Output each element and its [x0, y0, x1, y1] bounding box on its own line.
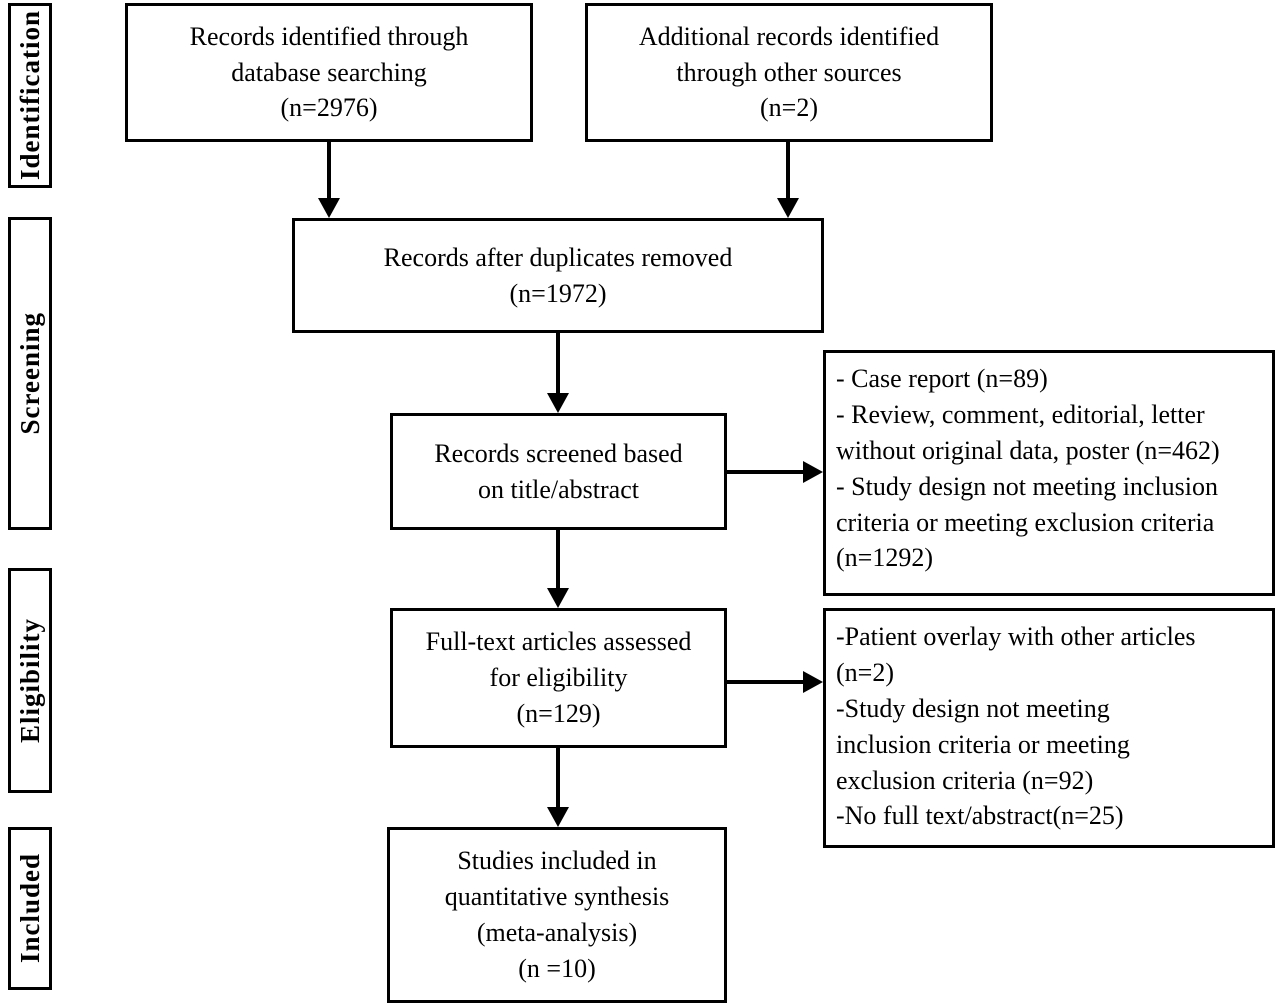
arrow-fulltext-to-exclusions-head: [803, 671, 823, 693]
stage-label-included: Included: [8, 827, 52, 990]
box-duplicates-removed-text: Records after duplicates removed (n=1972…: [383, 242, 733, 308]
stage-label-eligibility: Eligibility: [8, 568, 52, 793]
box-screening-exclusions-text: - Case report (n=89) - Review, comment, …: [836, 364, 1220, 573]
box-duplicates-removed: Records after duplicates removed (n=1972…: [292, 218, 824, 333]
box-records-identified-text: Records identified through database sear…: [189, 21, 469, 123]
arrow-screened-to-exclusions-stem: [727, 470, 805, 474]
arrow-fulltext-to-exclusions-stem: [727, 680, 805, 684]
box-eligibility-exclusions: -Patient overlay with other articles (n=…: [823, 608, 1275, 848]
box-fulltext-assessed: Full-text articles assessed for eligibil…: [390, 608, 727, 748]
box-eligibility-exclusions-text: -Patient overlay with other articles (n=…: [836, 622, 1196, 831]
box-screening-exclusions: - Case report (n=89) - Review, comment, …: [823, 350, 1275, 596]
arrow-fulltext-to-included-head: [547, 807, 569, 827]
stage-label-screening-text: Screening: [14, 312, 45, 435]
arrow-dedup-to-screened-stem: [556, 333, 560, 395]
stage-label-included-text: Included: [14, 853, 45, 964]
stage-label-identification-text: Identification: [14, 10, 45, 181]
arrow-identified-to-dedup-head: [318, 198, 340, 218]
arrow-fulltext-to-included-stem: [556, 748, 560, 809]
arrow-screened-to-fulltext-head: [547, 588, 569, 608]
stage-label-eligibility-text: Eligibility: [14, 617, 45, 744]
arrow-additional-to-dedup-head: [777, 198, 799, 218]
stage-label-identification: Identification: [8, 3, 52, 188]
box-records-screened: Records screened based on title/abstract: [390, 413, 727, 530]
arrow-screened-to-exclusions-head: [803, 461, 823, 483]
box-additional-records-text: Additional records identified through ot…: [638, 21, 940, 123]
box-fulltext-assessed-text: Full-text articles assessed for eligibil…: [425, 627, 692, 728]
box-studies-included-text: Studies included in quantitative synthes…: [444, 846, 670, 983]
stage-label-screening: Screening: [8, 217, 52, 530]
arrow-identified-to-dedup-stem: [327, 142, 331, 200]
box-studies-included: Studies included in quantitative synthes…: [387, 827, 727, 1003]
box-records-screened-text: Records screened based on title/abstract: [434, 438, 683, 504]
arrow-dedup-to-screened-head: [547, 393, 569, 413]
arrow-additional-to-dedup-stem: [786, 142, 790, 200]
box-additional-records: Additional records identified through ot…: [585, 3, 993, 142]
arrow-screened-to-fulltext-stem: [556, 530, 560, 590]
box-records-identified: Records identified through database sear…: [125, 3, 533, 142]
